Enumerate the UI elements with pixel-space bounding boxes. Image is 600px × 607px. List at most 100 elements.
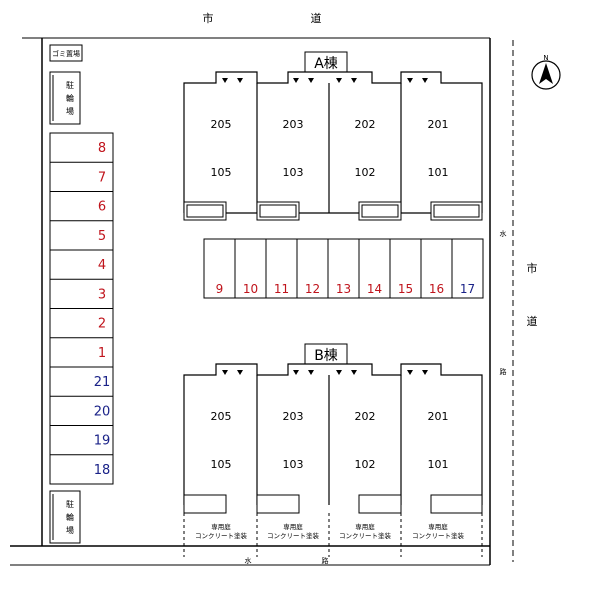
parking-space-16: 16 (420, 239, 444, 298)
unit-upper-202: 202 (355, 118, 376, 131)
bike-bottom-char-1: 駐 (66, 499, 74, 509)
unit-lower-102: 102 (355, 458, 376, 471)
entry-arrow-icon (293, 78, 299, 83)
parking-space-17: 17 (451, 239, 475, 298)
parking-space-12: 12 (296, 239, 320, 298)
entry-arrow-icon (308, 78, 314, 83)
entry-arrow-icon (237, 78, 243, 83)
building-label: B棟 (304, 343, 348, 365)
storage-box (430, 201, 483, 221)
entry-arrow-icon (407, 370, 413, 375)
storage-box (256, 201, 300, 221)
parking-number: 10 (243, 282, 258, 296)
entry-arrow-icon (308, 370, 314, 375)
parking-space-7: 7 (50, 161, 113, 185)
unit-lower-103: 103 (283, 458, 304, 471)
parking-number: 15 (398, 282, 413, 296)
storage-box (183, 494, 227, 514)
parking-number: 21 (94, 375, 111, 390)
parking-space-15: 15 (389, 239, 413, 298)
unit-upper-205: 205 (211, 410, 232, 423)
unit-upper-201: 201 (428, 410, 449, 423)
storage-box (430, 494, 483, 514)
garden-label-line1: 専用庭 (428, 522, 448, 531)
garbage-area: ゴミ置場 (49, 44, 83, 62)
parking-space-6: 6 (50, 191, 113, 215)
entry-arrow-icon (222, 78, 228, 83)
entry-arrow-icon (237, 370, 243, 375)
parking-number: 3 (98, 287, 106, 302)
north-arrow-icon: N (531, 54, 561, 90)
entry-arrow-icon (351, 370, 357, 375)
top-road-label-left: 市 (203, 11, 214, 25)
waterway-right-label-1: 水 (500, 229, 507, 238)
parking-middle-row: 9 10 11 12 13 14 15 16 17 (203, 238, 484, 299)
parking-space-4: 4 (50, 249, 113, 273)
unit-upper-205: 205 (211, 118, 232, 131)
parking-number: 16 (429, 282, 444, 296)
parking-number: 7 (98, 170, 106, 185)
parking-space-2: 2 (50, 308, 113, 332)
entry-arrow-icon (336, 370, 342, 375)
entry-arrow-icon (351, 78, 357, 83)
parking-number: 2 (98, 317, 106, 332)
building-label: A棟 (304, 51, 348, 73)
parking-space-11: 11 (265, 239, 289, 298)
waterway-bottom-label-1: 水 (245, 556, 252, 565)
garden-label-line2: コンクリート塗装 (267, 531, 320, 540)
parking-space-18: 18 (50, 454, 113, 478)
parking-number: 17 (460, 282, 475, 296)
entry-arrow-icon (407, 78, 413, 83)
storage-box (256, 494, 300, 514)
building-outline (183, 71, 483, 213)
entry-arrow-icon (222, 370, 228, 375)
parking-space-10: 10 (234, 239, 258, 298)
entry-arrow-icon (422, 78, 428, 83)
storage-box (358, 494, 402, 514)
garden-label-line1: 専用庭 (355, 522, 375, 531)
parking-space-20: 20 (50, 395, 113, 419)
parking-number: 14 (367, 282, 382, 296)
unit-lower-103: 103 (283, 166, 304, 179)
parking-number: 1 (98, 346, 106, 361)
garden-label-line2: コンクリート塗装 (195, 531, 248, 540)
bike-parking-bottom: 駐 輪 場 (49, 490, 81, 544)
parking-number: 8 (98, 141, 106, 156)
waterway-right-label-2: 路 (500, 367, 507, 376)
parking-number: 13 (336, 282, 351, 296)
parking-number: 18 (94, 463, 111, 478)
unit-lower-102: 102 (355, 166, 376, 179)
right-road-label-1: 市 (527, 261, 538, 275)
parking-number: 4 (98, 258, 106, 273)
bike-top-char-1: 駐 (66, 80, 74, 90)
garden-label-line1: 専用庭 (283, 522, 303, 531)
parking-space-1: 1 (50, 337, 113, 361)
parking-number: 20 (94, 404, 111, 419)
unit-lower-101: 101 (428, 166, 449, 179)
bike-parking-top: 駐 輪 場 (49, 71, 81, 125)
entry-arrow-icon (336, 78, 342, 83)
building-outline (183, 363, 483, 505)
waterway-bottom-label-2: 路 (322, 556, 329, 565)
bike-top-char-3: 場 (66, 106, 74, 116)
bike-bottom-char-2: 輪 (66, 512, 74, 522)
parking-number: 5 (98, 229, 106, 244)
garden-label-line2: コンクリート塗装 (339, 531, 392, 540)
parking-space-8: 8 (98, 141, 106, 156)
parking-number: 12 (305, 282, 320, 296)
garden-label-line2: コンクリート塗装 (412, 531, 465, 540)
unit-upper-203: 203 (283, 410, 304, 423)
right-road-label-2: 道 (527, 314, 538, 328)
entry-arrow-icon (422, 370, 428, 375)
parking-space-19: 19 (50, 425, 113, 449)
building-name: A棟 (314, 56, 338, 72)
storage-box (358, 201, 402, 221)
building-name: B棟 (314, 348, 338, 364)
parking-number: 9 (216, 282, 224, 296)
bike-bottom-char-3: 場 (66, 525, 74, 535)
